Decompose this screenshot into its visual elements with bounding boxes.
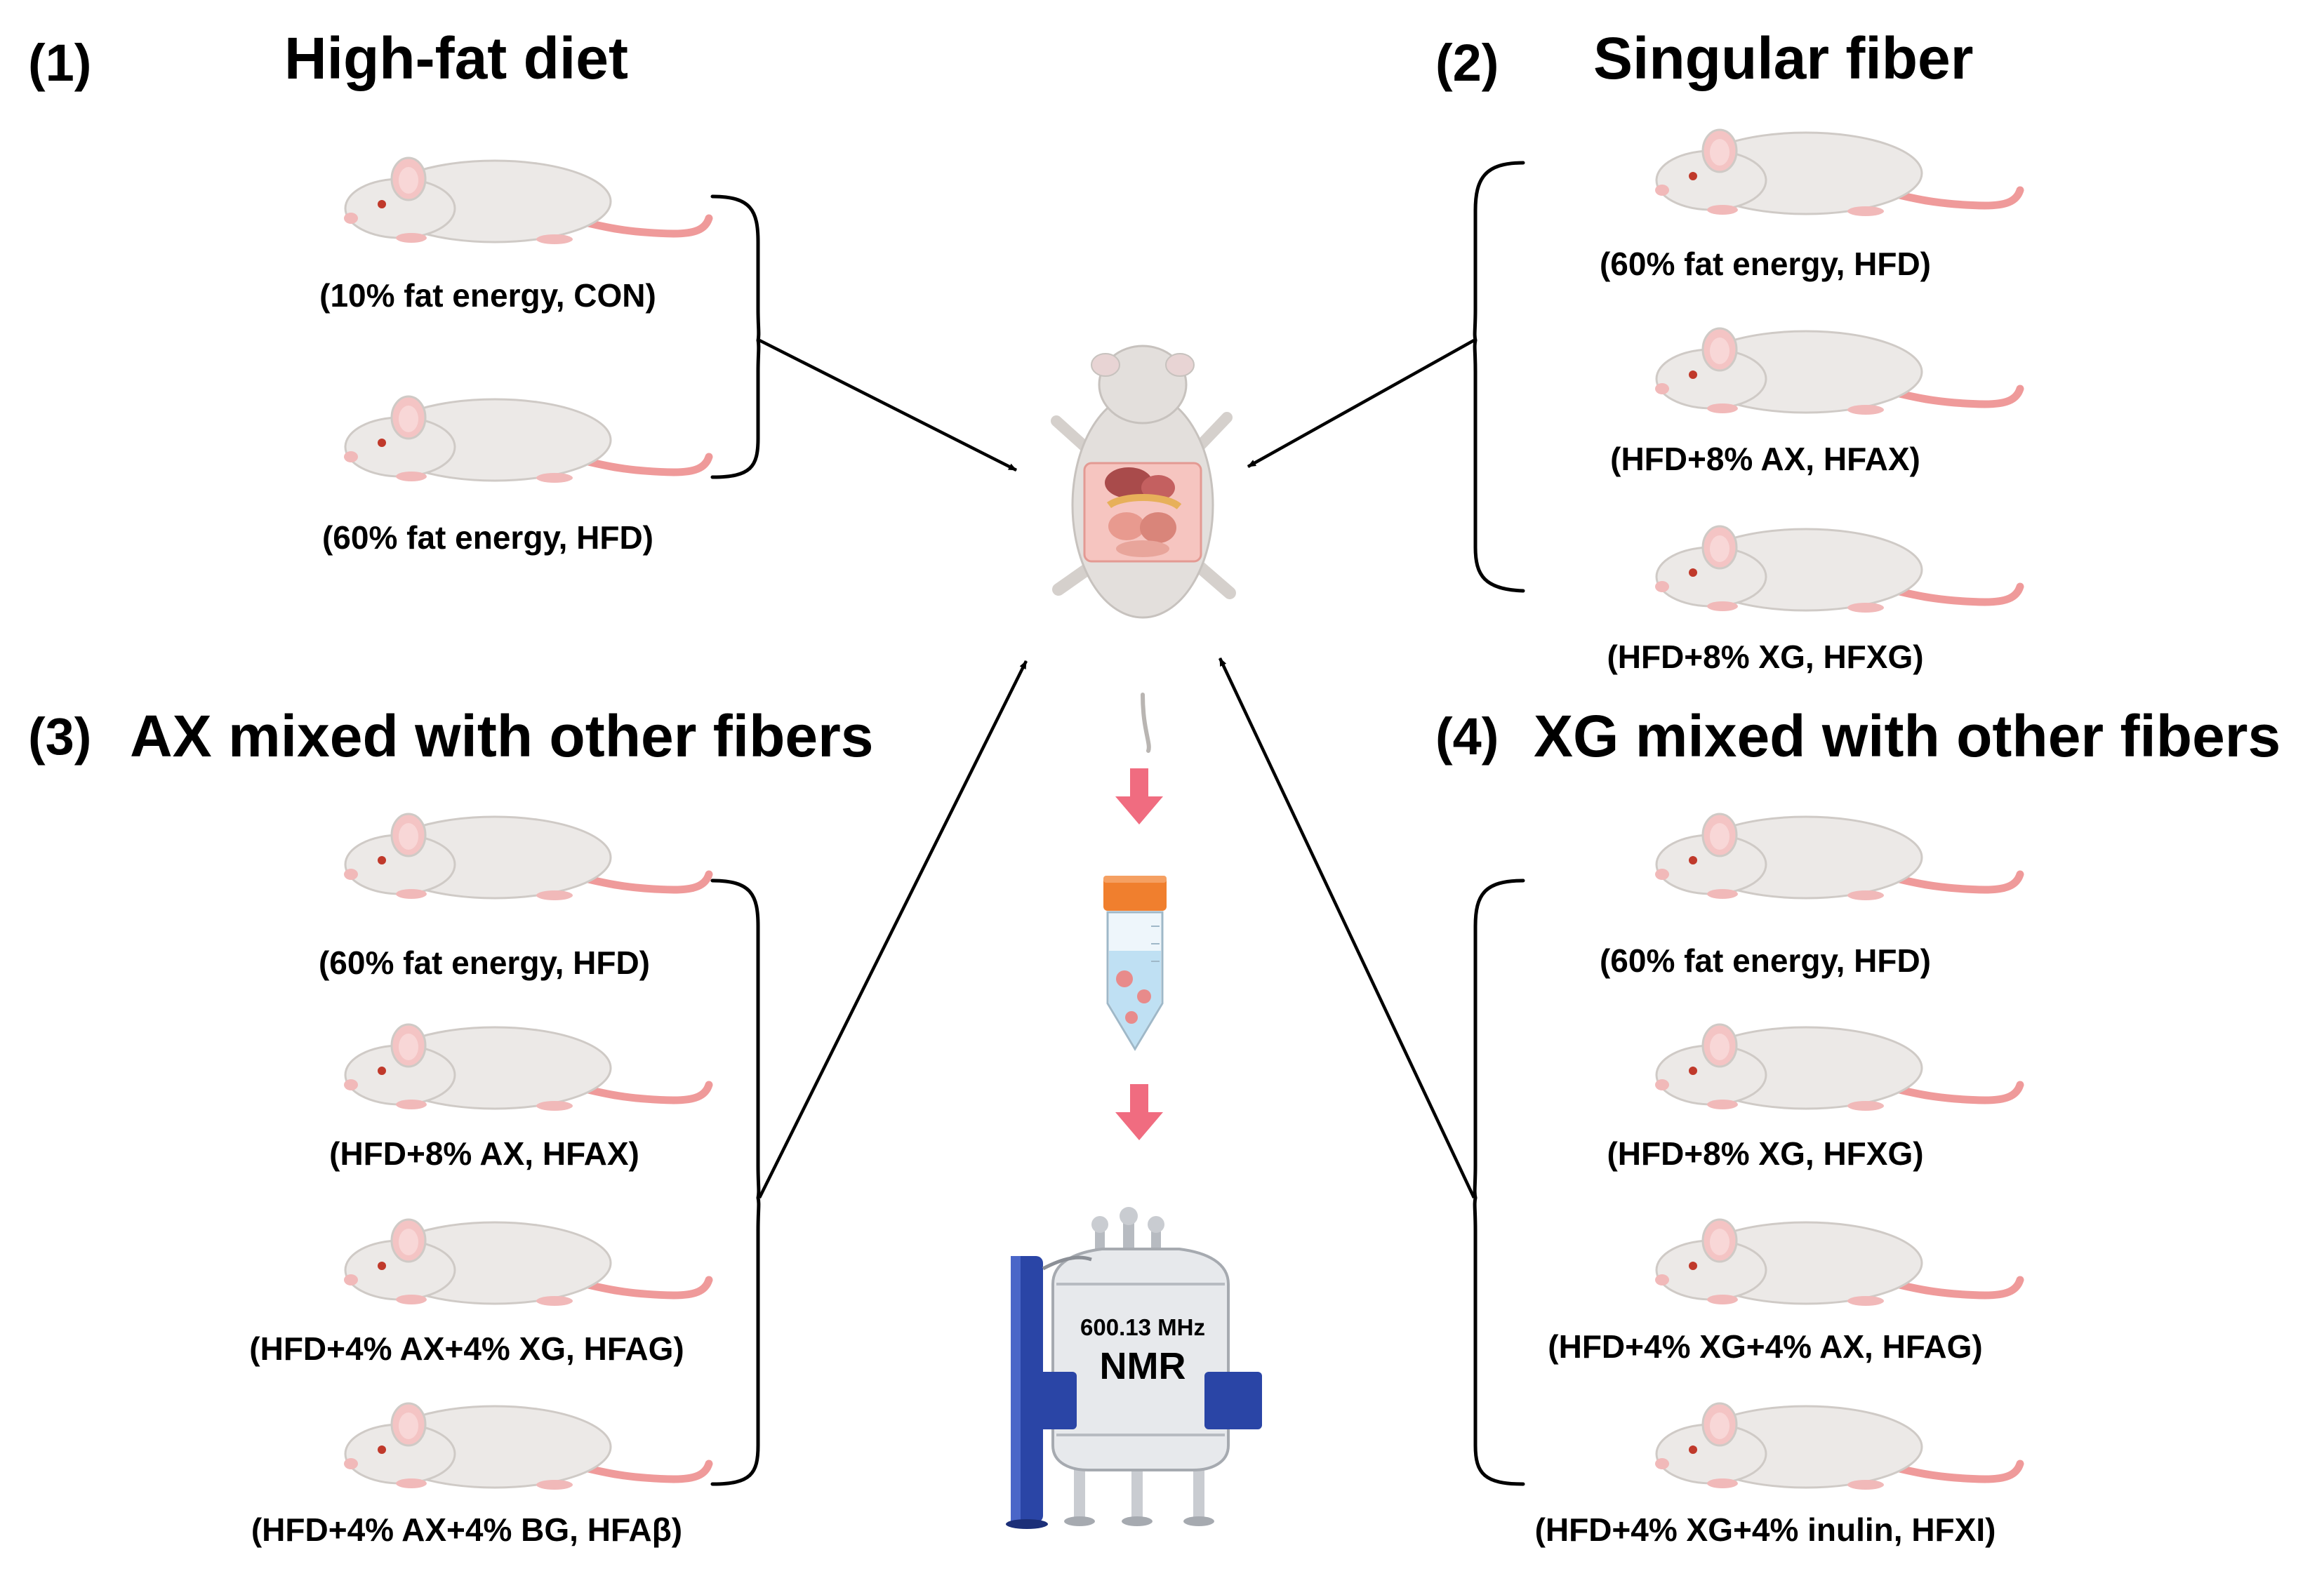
group-brace [710, 879, 761, 1486]
group-label: (HFD+4% AX+4% XG, HFAG) [249, 1330, 684, 1367]
mouse-icon [1655, 328, 2020, 415]
group-label: (60% fat energy, HFD) [319, 944, 650, 981]
group-label: (60% fat energy, HFD) [1600, 246, 1931, 282]
nmr-frequency: 600.13 MHz [1080, 1314, 1205, 1340]
group-brace [1473, 161, 1525, 593]
group-label: (HFD+8% XG, HFXG) [1607, 1135, 1923, 1172]
mouse-icon [344, 158, 709, 244]
mouse-icon [1655, 814, 2020, 900]
group-brace [1473, 879, 1525, 1486]
connector-arrow [1218, 657, 1476, 1198]
group-label: (60% fat energy, HFD) [322, 519, 653, 556]
mouse-icon [344, 1024, 709, 1111]
group-label: (60% fat energy, HFD) [1600, 942, 1931, 979]
group-label: (HFD+8% AX, HFAX) [1610, 441, 1920, 477]
group-label: (HFD+8% AX, HFAX) [329, 1135, 639, 1172]
mouse-icon [1655, 1220, 2020, 1306]
panel-4-number: (4) [1435, 707, 1499, 766]
panel-1-title: High-fat diet [284, 25, 628, 91]
group-label: (HFD+4% XG+4% inulin, HFXI) [1535, 1511, 1996, 1548]
mouse-icon [1655, 1024, 2020, 1111]
panel-xg-mixed: (4) XG mixed with other fibers (60% fat … [1218, 657, 2280, 1548]
sample-tube-icon [1103, 876, 1167, 1051]
panel-high-fat-diet: (1) High-fat diet (10% fat energy, CON) … [28, 25, 1018, 556]
mouse-icon [344, 396, 709, 483]
panel-2-number: (2) [1435, 34, 1499, 92]
mouse-icon [1655, 1403, 2020, 1490]
process-arrow-icon [1115, 768, 1163, 824]
mouse-icon [344, 1403, 709, 1490]
nmr-label: NMR [1100, 1345, 1186, 1387]
mouse-icon [1655, 526, 2020, 613]
group-label: (HFD+4% XG+4% AX, HFAG) [1548, 1328, 1982, 1365]
panel-2-title: Singular fiber [1593, 25, 1973, 91]
panel-singular-fiber: (2) Singular fiber (60% fat energy, HFD)… [1247, 25, 2020, 675]
panel-3-title: AX mixed with other fibers [130, 703, 874, 769]
panel-ax-mixed: (3) AX mixed with other fibers (60% fat … [28, 660, 1028, 1548]
panel-1-number: (1) [28, 34, 91, 92]
panel-3-number: (3) [28, 707, 91, 766]
connector-arrow [1247, 339, 1475, 468]
nmr-spectrometer-icon: 600.13 MHz NMR [1006, 1207, 1262, 1529]
panel-4-title: XG mixed with other fibers [1534, 703, 2280, 769]
group-brace [710, 194, 761, 479]
connector-arrow [757, 660, 1028, 1199]
dissected-mouse-icon [1051, 345, 1236, 753]
mouse-icon [344, 814, 709, 900]
connector-arrow [758, 338, 1018, 472]
group-label: (10% fat energy, CON) [319, 277, 656, 314]
group-label: (HFD+8% XG, HFXG) [1607, 639, 1923, 675]
process-arrow-icon [1115, 1084, 1163, 1140]
mouse-icon [1655, 130, 2020, 216]
group-label: (HFD+4% AX+4% BG, HFAβ) [251, 1511, 682, 1548]
mouse-icon [344, 1220, 709, 1306]
